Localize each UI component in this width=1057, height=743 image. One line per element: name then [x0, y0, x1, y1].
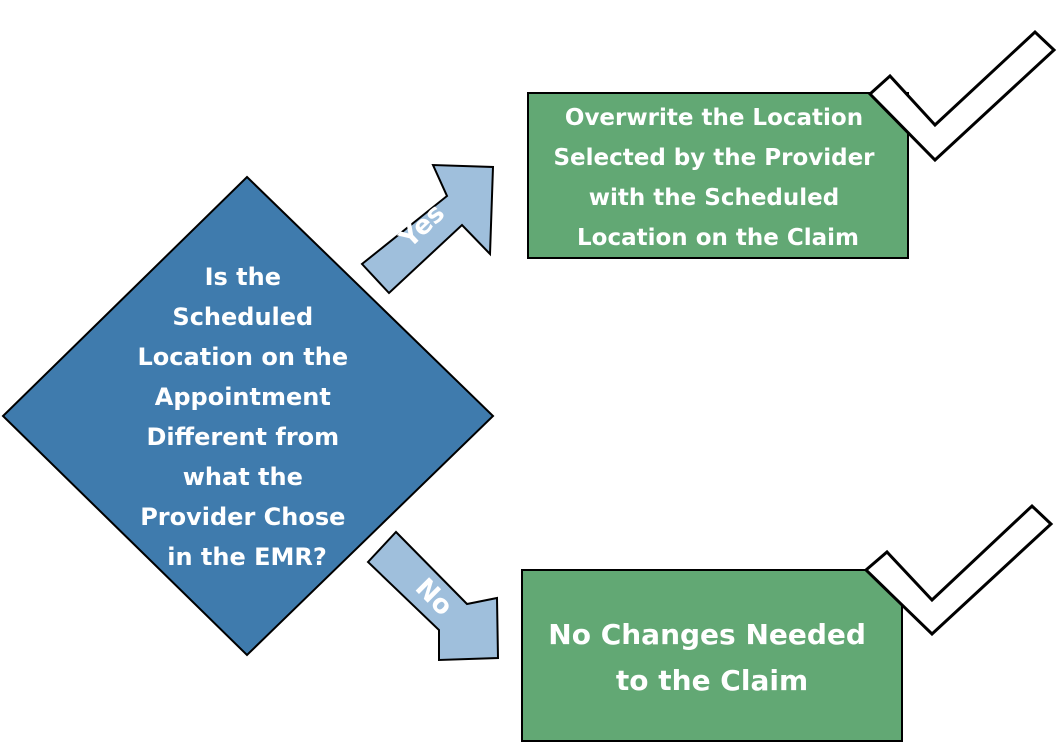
no-result-line: No Changes Needed	[548, 618, 866, 651]
yes-arrow-shape	[360, 163, 495, 295]
checkmark-icon	[867, 29, 1057, 163]
decision-line: what the	[183, 463, 303, 491]
decision-node: Is the Scheduled Location on the Appoint…	[1, 175, 495, 657]
decision-line: Appointment	[155, 383, 331, 411]
decision-diamond	[1, 175, 495, 657]
decision-line: Is the	[205, 263, 281, 291]
decision-line: Scheduled	[172, 303, 313, 331]
yes-result-node: Overwrite the Location Selected by the P…	[527, 92, 909, 259]
yes-result-line: Overwrite the Location	[565, 105, 863, 131]
decision-line: Provider Chose	[140, 503, 345, 531]
yes-result-line: with the Scheduled	[589, 185, 839, 211]
yes-arrow: Yes	[360, 163, 495, 295]
no-result-text: No Changes Needed to the Claim	[548, 618, 875, 697]
no-result-node: No Changes Needed to the Claim	[521, 569, 903, 742]
yes-result-text: Overwrite the Location Selected by the P…	[553, 105, 882, 251]
yes-result-line: Location on the Claim	[577, 225, 859, 251]
decision-text: Is the Scheduled Location on the Appoint…	[138, 263, 357, 571]
yes-result-line: Selected by the Provider	[553, 145, 875, 171]
no-result-line: to the Claim	[616, 664, 808, 697]
checkmark-icon	[863, 503, 1054, 637]
no-result-box	[521, 569, 903, 742]
no-arrow: No	[366, 530, 500, 662]
decision-line: Location on the	[138, 343, 349, 371]
decision-line: in the EMR?	[167, 543, 327, 571]
yes-result-box	[527, 92, 909, 259]
no-arrow-shape	[366, 530, 500, 662]
decision-line: Different from	[146, 423, 339, 451]
